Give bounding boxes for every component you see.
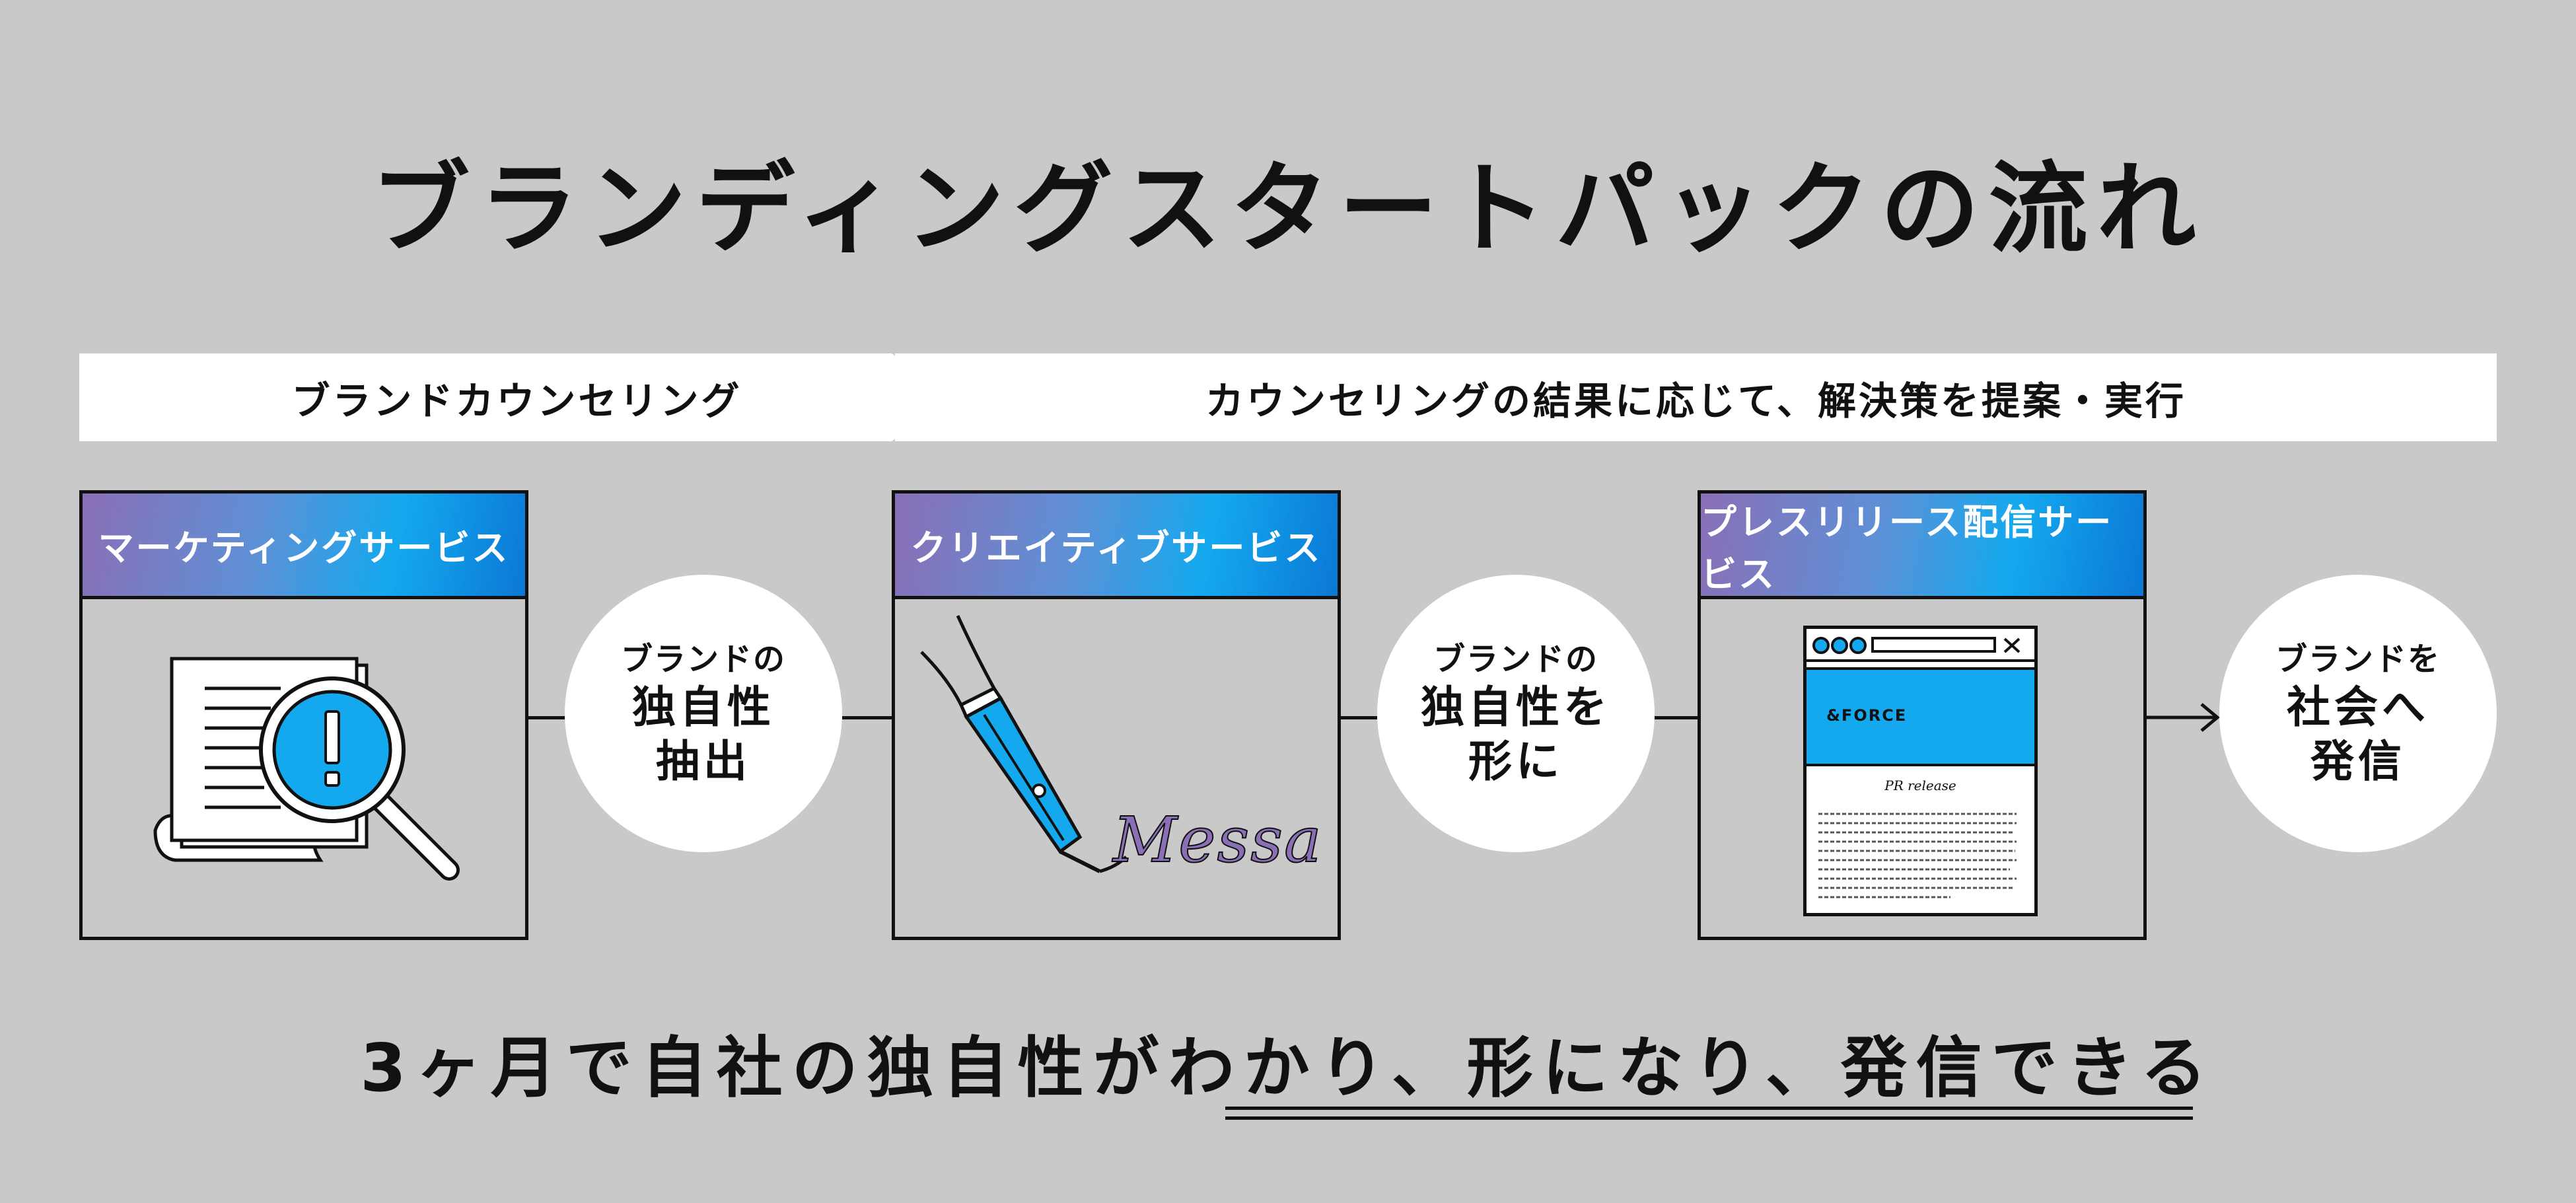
- outcome-circle-broadcast: ブランドを 社会へ 発信: [2219, 575, 2497, 852]
- summary-part2-underlined: わかり、形になり、発信できる: [1168, 1029, 2216, 1107]
- service-card-title: マーケティングサービス: [83, 493, 525, 599]
- summary-part1: 3ヶ月で自社の独自性が: [360, 1029, 1168, 1107]
- connector-line: [1338, 716, 1377, 719]
- outcome-line: ブランドの: [620, 641, 786, 678]
- phase-label-counseling: ブランドカウンセリング: [291, 378, 742, 423]
- outcome-line: 独自性を: [1421, 682, 1611, 733]
- handwritten-message: Messa: [1112, 803, 1323, 877]
- brand-logo: &FORCE: [1826, 706, 1908, 725]
- phase-label-execution: カウンセリングの結果に応じて、解決策を提案・実行: [1205, 378, 2187, 423]
- phase-banner-execution: カウンセリングの結果に応じて、解決策を提案・実行: [895, 353, 2497, 441]
- service-card-marketing: マーケティングサービス: [79, 490, 528, 940]
- outcome-circle-extract: ブランドの 独自性 抽出: [565, 575, 842, 852]
- connector-line: [525, 716, 565, 719]
- fountain-pen-icon: [920, 614, 1127, 873]
- outcome-circle-shape: ブランドの 独自性を 形に: [1377, 575, 1655, 852]
- phase-banner-counseling: ブランドカウンセリング: [79, 353, 954, 441]
- service-card-title: クリエイティブサービス: [895, 493, 1338, 599]
- press-release-window-icon: &FORCE PR release: [1803, 626, 2038, 916]
- connector-line: [842, 716, 895, 719]
- arrow-right-icon: [2143, 703, 2220, 732]
- magnifier-document-icon: [153, 657, 460, 881]
- summary-underline: [1225, 1107, 2193, 1110]
- summary-text: 3ヶ月で自社の独自性がわかり、形になり、発信できる: [0, 1014, 2576, 1110]
- service-card-creative: クリエイティブサービス Messa: [892, 490, 1341, 940]
- outcome-line: ブランドの: [1433, 641, 1598, 678]
- body-text-lines: [1818, 813, 2017, 898]
- connector-line: [1655, 716, 1701, 719]
- doc-title: PR release: [1884, 778, 1956, 793]
- page-title: ブランディングスタートパックの流れ: [371, 152, 2205, 267]
- service-card-press-release: プレスリリース配信サービス &FORCE PR release: [1698, 490, 2147, 940]
- outcome-line: 発信: [2310, 736, 2406, 787]
- summary-underline: [1225, 1116, 2193, 1120]
- hero-banner: &FORCE: [1807, 667, 2034, 766]
- service-card-title: プレスリリース配信サービス: [1701, 493, 2143, 599]
- outcome-line: ブランドを: [2275, 641, 2441, 678]
- outcome-line: 独自性: [632, 682, 775, 733]
- window-titlebar: [1807, 637, 2034, 662]
- outcome-line: 社会へ: [2287, 682, 2429, 733]
- outcome-line: 形に: [1468, 736, 1563, 787]
- outcome-line: 抽出: [656, 736, 751, 787]
